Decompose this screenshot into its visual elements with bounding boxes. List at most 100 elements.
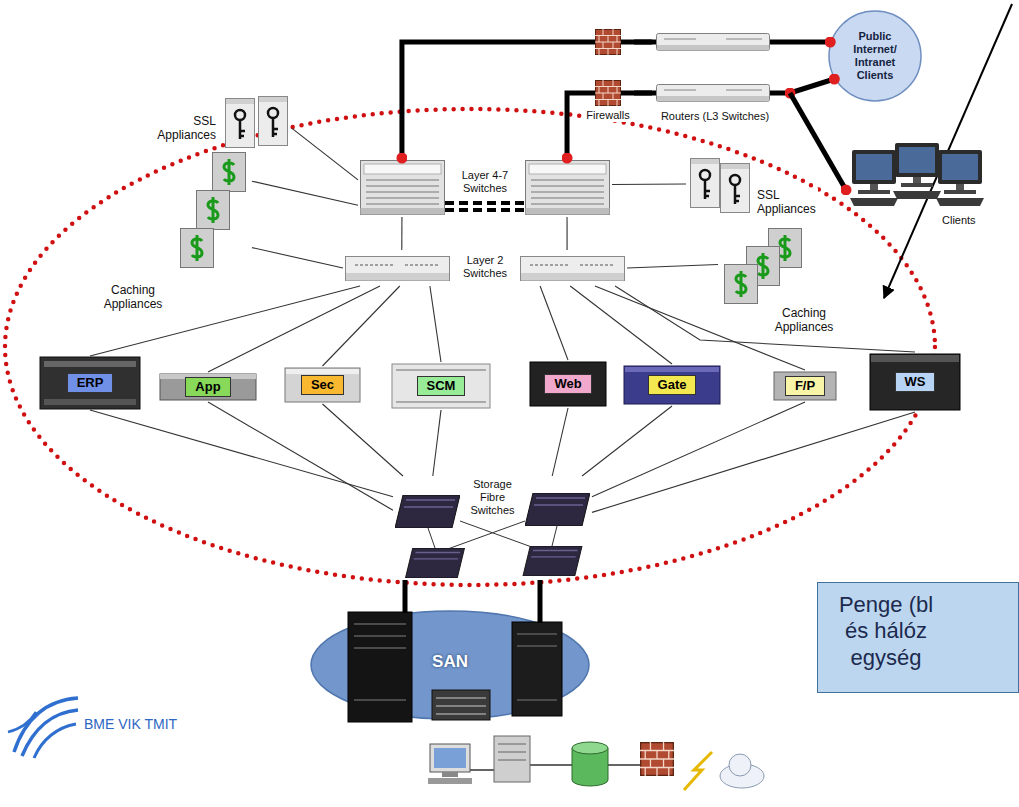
l2-switch-group: Layer 2 Switches bbox=[343, 250, 627, 286]
uplink-connector bbox=[537, 580, 542, 623]
node-label: SSL Appliances bbox=[155, 114, 218, 143]
ssl-appliance-icon bbox=[226, 99, 255, 148]
network-link bbox=[582, 406, 672, 476]
node-label: Caching Appliances bbox=[102, 283, 165, 312]
network-link bbox=[292, 128, 358, 179]
server-box: SCM bbox=[390, 362, 492, 410]
l4-7-switch-icon bbox=[526, 161, 610, 215]
server-icon bbox=[392, 364, 490, 408]
mini-lightning bbox=[684, 752, 712, 790]
mini-computer-stand bbox=[442, 772, 458, 777]
node-label: SSL Appliances bbox=[755, 188, 818, 217]
logo-swoosh bbox=[34, 724, 76, 758]
storage-cabinet bbox=[512, 622, 562, 716]
network-link bbox=[323, 404, 403, 476]
network-link bbox=[612, 183, 686, 185]
switch-interlink bbox=[445, 203, 525, 210]
server-icon bbox=[285, 368, 360, 402]
node-label: Caching Appliances bbox=[773, 306, 836, 335]
node-label: SAN bbox=[432, 652, 468, 672]
node-label: F/P bbox=[785, 376, 825, 396]
fibre-switch-icon bbox=[395, 495, 460, 528]
router-group: Routers (L3 Switches) bbox=[652, 30, 790, 134]
caching-appliance-icon bbox=[213, 153, 246, 192]
node-outline-shape bbox=[311, 611, 589, 719]
mini-computer bbox=[430, 744, 470, 772]
network-link bbox=[592, 402, 805, 497]
network-link bbox=[252, 248, 343, 268]
network-link bbox=[433, 410, 441, 476]
server-icon bbox=[530, 362, 606, 406]
node-label: Storage Fibre Switches bbox=[468, 478, 516, 518]
caching-appliance-group: Caching Appliances bbox=[718, 226, 845, 336]
note-box: Penge (bl és hálóz egység bbox=[817, 582, 1019, 693]
ssl-appliance-icon bbox=[259, 97, 288, 146]
caching-appliance-icon bbox=[725, 265, 758, 304]
server-icon bbox=[40, 357, 140, 409]
node-label: SCM bbox=[417, 376, 466, 396]
server-box: App bbox=[158, 372, 258, 402]
cabinet-detail bbox=[354, 624, 406, 700]
node-label: Routers (L3 Switches) bbox=[659, 110, 771, 123]
node-label: Public Internet/ Intranet Clients bbox=[853, 30, 896, 83]
mini-server bbox=[494, 736, 530, 782]
mini-database-top bbox=[572, 742, 608, 754]
l4-7-switch-icon bbox=[361, 161, 445, 215]
server-box: WS bbox=[868, 352, 962, 412]
logo-swoosh bbox=[22, 710, 78, 756]
ssl-appliance-icon bbox=[691, 159, 720, 208]
router-icon bbox=[657, 34, 770, 51]
l4-7-switch-group: Layer 4-7 Switches bbox=[358, 158, 612, 217]
storage-unit-detail bbox=[436, 698, 486, 714]
node-label: Web bbox=[544, 374, 591, 394]
server-detail bbox=[44, 361, 136, 367]
server-icon bbox=[624, 366, 720, 404]
firewall-group: Firewalls bbox=[582, 28, 634, 124]
connector-group bbox=[90, 42, 915, 623]
server-detail bbox=[396, 370, 486, 402]
server-detail bbox=[871, 355, 959, 362]
uplink-connector bbox=[567, 93, 582, 158]
ssl-appliance-group: SSL Appliances bbox=[138, 93, 292, 152]
network-link bbox=[540, 286, 568, 360]
network-link bbox=[401, 217, 402, 250]
mini-computer-screen bbox=[434, 748, 466, 768]
network-link bbox=[208, 286, 380, 372]
logo-caption: BME VIK TMIT bbox=[84, 716, 177, 733]
caching-appliance-icon bbox=[197, 191, 230, 230]
mini-keyboard bbox=[428, 778, 472, 784]
logo-swoosh bbox=[8, 712, 36, 732]
uplink-connector bbox=[402, 42, 582, 158]
uplink-connector bbox=[790, 93, 846, 190]
network-link bbox=[252, 181, 358, 205]
node-label: App bbox=[185, 377, 230, 397]
cloud-circle: Public Internet/ Intranet Clients bbox=[828, 10, 922, 102]
network-link bbox=[627, 265, 718, 269]
storage-cabinet bbox=[348, 612, 412, 722]
fibre-switch-icon bbox=[405, 548, 464, 578]
client-icon bbox=[893, 143, 941, 199]
server-detail bbox=[44, 399, 136, 405]
server-icon bbox=[870, 354, 960, 410]
uplink-connector bbox=[402, 580, 407, 613]
cabinet-detail bbox=[517, 634, 557, 700]
server-detail bbox=[286, 369, 359, 374]
client-icon bbox=[936, 150, 984, 206]
node-label: Clients bbox=[940, 214, 978, 227]
client-group: Clients bbox=[846, 138, 992, 230]
uplink-connector bbox=[790, 40, 830, 45]
mini-firewall bbox=[640, 742, 674, 776]
firewall-icon bbox=[595, 29, 621, 55]
client-icon bbox=[850, 150, 898, 206]
ssl-appliance-icon bbox=[721, 164, 750, 213]
l2-switch-icon bbox=[521, 257, 625, 281]
node-label: ERP bbox=[67, 373, 114, 393]
mini-cloud bbox=[729, 754, 751, 776]
caching-appliance-group: Caching Appliances bbox=[93, 148, 252, 314]
server-box: ERP bbox=[38, 356, 142, 410]
network-link bbox=[208, 402, 393, 510]
router-icon bbox=[657, 85, 770, 102]
network-link bbox=[552, 408, 568, 476]
fibre-switch-icon bbox=[523, 546, 582, 576]
